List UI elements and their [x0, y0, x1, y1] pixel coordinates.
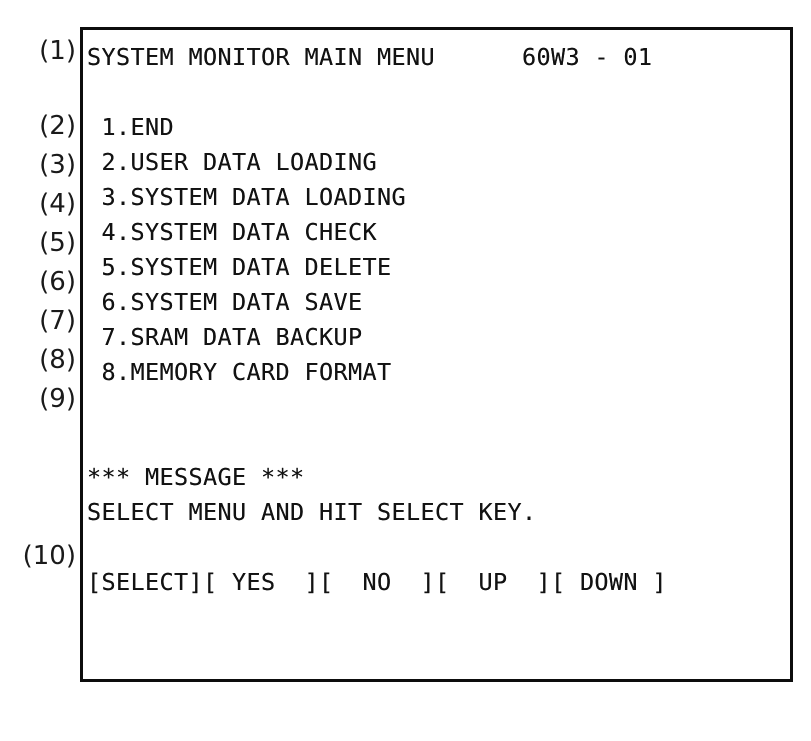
menu-item-1[interactable]: 1.END: [87, 113, 174, 141]
callout-6: (6): [39, 267, 76, 297]
menu-item-3[interactable]: 3.SYSTEM DATA LOADING: [87, 183, 406, 211]
callout-column: (1) (2) (3) (4) (5) (6) (7) (8) (9) (10): [0, 0, 80, 741]
callout-8: (8): [39, 345, 76, 375]
lcd-panel: SYSTEM MONITOR MAIN MENU 60W3 - 01 1.END…: [80, 27, 793, 682]
callout-10: (10): [22, 541, 76, 571]
callout-9: (9): [39, 384, 76, 414]
spacer-line-4: [87, 530, 790, 565]
callout-1: (1): [39, 36, 76, 66]
callout-7: (7): [39, 306, 76, 336]
message-text: SELECT MENU AND HIT SELECT KEY.: [87, 498, 537, 526]
message-header: *** MESSAGE ***: [87, 463, 305, 491]
callout-5: (5): [39, 228, 76, 258]
callout-4: (4): [39, 189, 76, 219]
function-key-row[interactable]: [SELECT][ YES ][ NO ][ UP ][ DOWN ]: [87, 568, 667, 596]
spacer-line-2: [87, 390, 790, 425]
spacer-line-1: [87, 75, 790, 110]
menu-item-5[interactable]: 5.SYSTEM DATA DELETE: [87, 253, 392, 281]
lcd-screen: SYSTEM MONITOR MAIN MENU 60W3 - 01 1.END…: [83, 30, 790, 679]
menu-item-7[interactable]: 7.SRAM DATA BACKUP: [87, 323, 363, 351]
spacer-line-3: [87, 425, 790, 460]
callout-3: (3): [39, 150, 76, 180]
menu-item-8[interactable]: 8.MEMORY CARD FORMAT: [87, 358, 392, 386]
callout-2: (2): [39, 111, 76, 141]
menu-item-2[interactable]: 2.USER DATA LOADING: [87, 148, 377, 176]
title-line: SYSTEM MONITOR MAIN MENU 60W3 - 01: [87, 43, 653, 71]
menu-item-6[interactable]: 6.SYSTEM DATA SAVE: [87, 288, 363, 316]
menu-item-4[interactable]: 4.SYSTEM DATA CHECK: [87, 218, 377, 246]
